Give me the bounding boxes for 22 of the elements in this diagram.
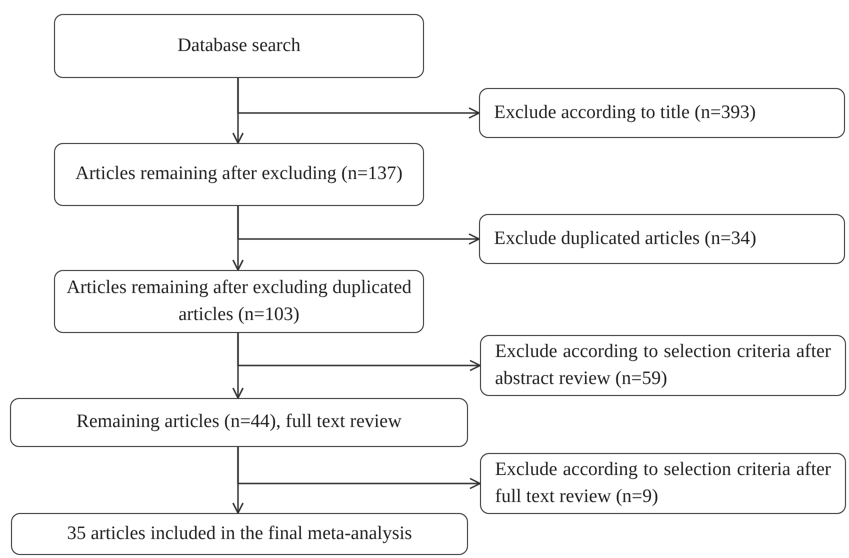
process-box [10,398,468,447]
process-box [54,143,424,206]
exclusion-box [479,214,845,264]
process-box [11,513,468,555]
arrow [237,206,480,245]
exclusion-box [480,335,846,396]
exclusion-box [480,453,846,514]
box-text: Exclude duplicated articles (n=34) [494,226,758,251]
arrow [237,447,481,490]
box-text: Exclude according to selection criteria after full text review (n=9) [495,458,831,508]
box-text: 35 articles included in the final meta-analysis [66,522,412,546]
process-box [54,14,424,78]
box-text: Exclude according to selection criteria after abstract review (n=59) [495,340,831,390]
box-text: Articles remaining after excluding duplicated articles (n=103) [65,276,413,326]
process-box [54,270,424,333]
box-text: Exclude according to title (n=393) [494,100,757,125]
arrow [237,78,480,119]
box-text: Remaining articles (n=44), full text review [76,410,402,434]
arrow [237,333,481,372]
box-text: Database search [178,34,300,58]
box-text: Articles remaining after excluding (n=137) [75,162,403,186]
exclusion-box [479,88,845,138]
